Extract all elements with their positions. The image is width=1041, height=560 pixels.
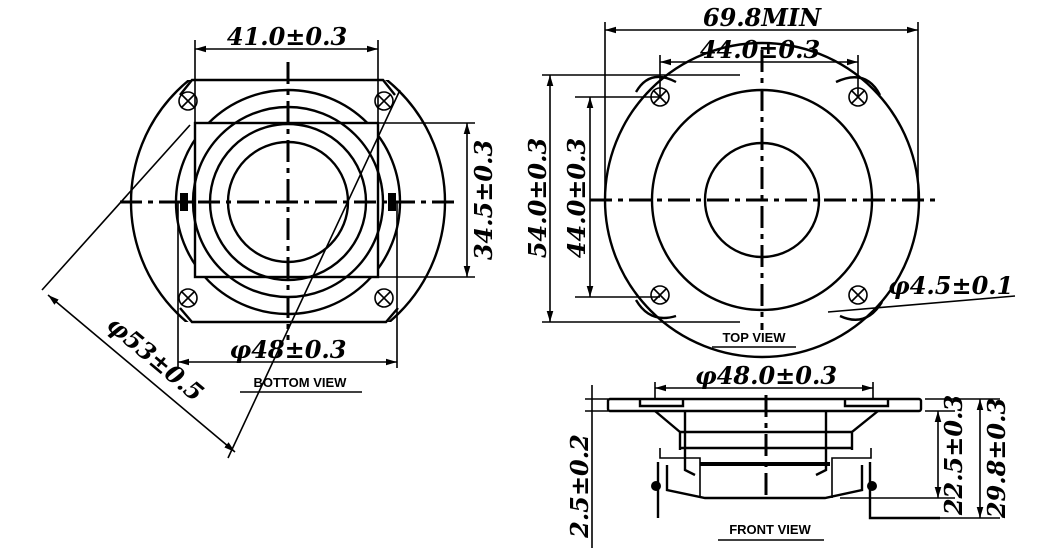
top-view: 69.8MIN 44.0±0.3 54.0±0.3 44.0±0.3 φ4.5±…: [523, 3, 1016, 359]
top-view-label: TOP VIEW: [722, 330, 786, 345]
dim-diameter: φ48±0.3: [230, 335, 347, 364]
dim-depth: 22.5±0.3: [939, 395, 968, 516]
mounting-hole-icons: [650, 87, 868, 305]
dim-total: 29.8±0.3: [982, 398, 1011, 519]
front-view-label: FRONT VIEW: [729, 522, 811, 537]
dim-flange: 2.5±0.2: [565, 434, 594, 539]
dim-width: 41.0±0.3: [227, 22, 347, 51]
dim-overall: 69.8MIN: [703, 3, 822, 32]
bottom-view-label: BOTTOM VIEW: [254, 375, 348, 390]
dim-outer-diameter: φ53±0.5: [101, 310, 209, 407]
front-view: φ48.0±0.3 2.5±0.2 22.5±0.3 29.8±0.3 FRON…: [565, 361, 1011, 548]
dim-hole-spacing-h: 44.0±0.3: [700, 35, 820, 64]
dim-diameter: φ48.0±0.3: [695, 361, 837, 390]
dim-hole: φ4.5±0.1: [888, 271, 1013, 300]
dim-height: 54.0±0.3: [523, 138, 552, 258]
dim-hole-spacing-v: 44.0±0.3: [562, 138, 591, 258]
dim-height: 34.5±0.3: [469, 140, 498, 260]
bottom-view: 41.0±0.3 34.5±0.3 φ48±0.3 φ53±0.5 BOTTOM…: [41, 22, 498, 459]
